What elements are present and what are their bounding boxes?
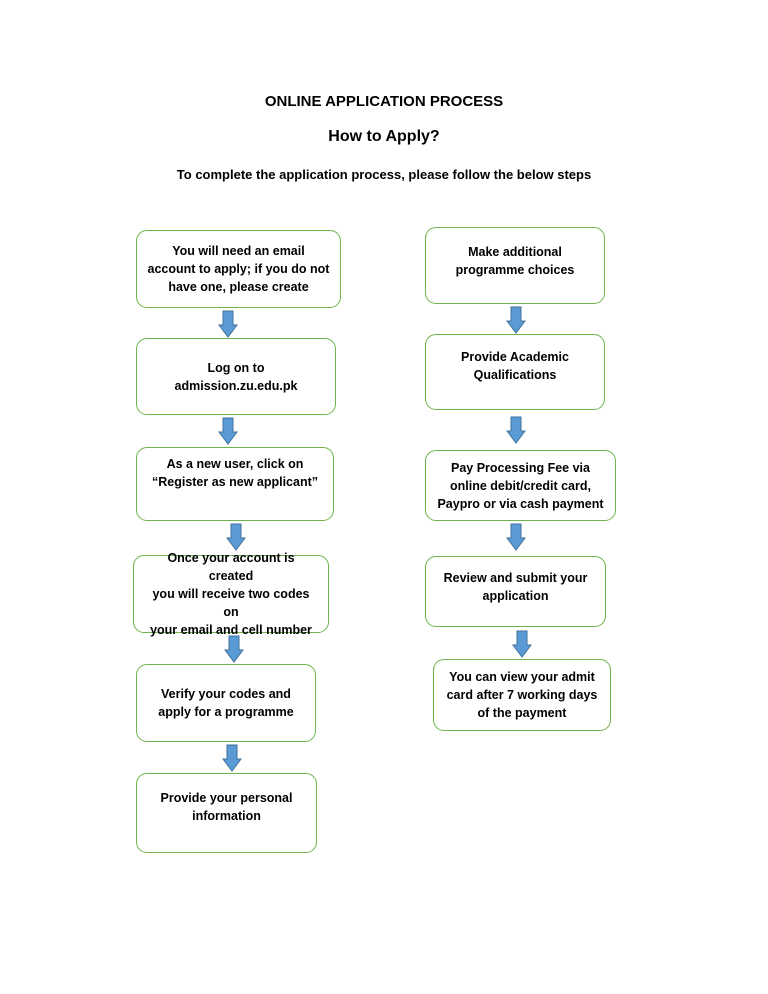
step-text-line: Verify your codes and [161,687,291,701]
step-text-line: admission.zu.edu.pk [174,378,298,393]
step-text-line: have one, please create [168,280,309,294]
step-text-line: programme choices [455,262,575,277]
step-text-line: of the payment [477,706,567,720]
step-text-line: Qualifications [473,368,557,382]
step-right-1: Make additional programme choices [425,227,605,304]
step-text-line: Once your account is created [167,551,295,583]
step-text-line: Pay Processing Fee via [451,460,590,475]
step-left-6: Provide your personal information [136,773,317,853]
step-text-line: Provide Academic [461,350,569,364]
step-text-line: Make additional [468,244,562,259]
step-text-line: You will need an email [172,244,305,258]
step-text-line: online debit/credit card, [449,478,591,493]
down-arrow-icon [218,417,238,445]
step-text-line: As a new user, click on [166,457,304,471]
step-text-line: account to apply; if you do not [147,262,330,276]
down-arrow-icon [226,523,246,551]
step-left-5: Verify your codes and apply for a progra… [136,664,316,742]
down-arrow-icon [506,523,526,551]
step-left-3: As a new user, click on “Register as new… [136,447,334,521]
step-text-line: you will receive two codes on [152,587,310,619]
step-right-5: You can view your admit card after 7 wor… [433,659,611,731]
step-right-4: Review and submit your application [425,556,606,627]
down-arrow-icon [218,310,238,338]
step-text-line: card after 7 working days [446,688,598,702]
step-text-line: apply for a programme [158,705,294,719]
down-arrow-icon [506,416,526,444]
step-text-line: Review and submit your [443,570,588,585]
step-text-line: Provide your personal [160,791,293,805]
step-text-line: application [482,588,549,603]
down-arrow-icon [224,635,244,663]
step-left-1: You will need an email account to apply;… [136,230,341,308]
step-text-line: Paypro or via cash payment [437,496,604,511]
step-right-2: Provide Academic Qualifications [425,334,605,410]
step-text-line: You can view your admit [449,670,595,684]
step-text-line: Log on to [207,360,265,375]
step-text-line: information [192,809,261,823]
down-arrow-icon [222,744,242,772]
step-text-line: “Register as new applicant” [151,475,319,489]
page-subtitle: How to Apply? [328,128,440,145]
page-title: ONLINE APPLICATION PROCESS [264,93,504,110]
step-text-line: your email and cell number [150,623,312,637]
intro-text: To complete the application process, ple… [176,167,592,182]
step-left-2: Log on to admission.zu.edu.pk [136,338,336,415]
down-arrow-icon [512,630,532,658]
step-right-3: Pay Processing Fee via online debit/cred… [425,450,616,521]
down-arrow-icon [506,306,526,334]
step-left-4: Once your account is created you will re… [133,551,329,637]
